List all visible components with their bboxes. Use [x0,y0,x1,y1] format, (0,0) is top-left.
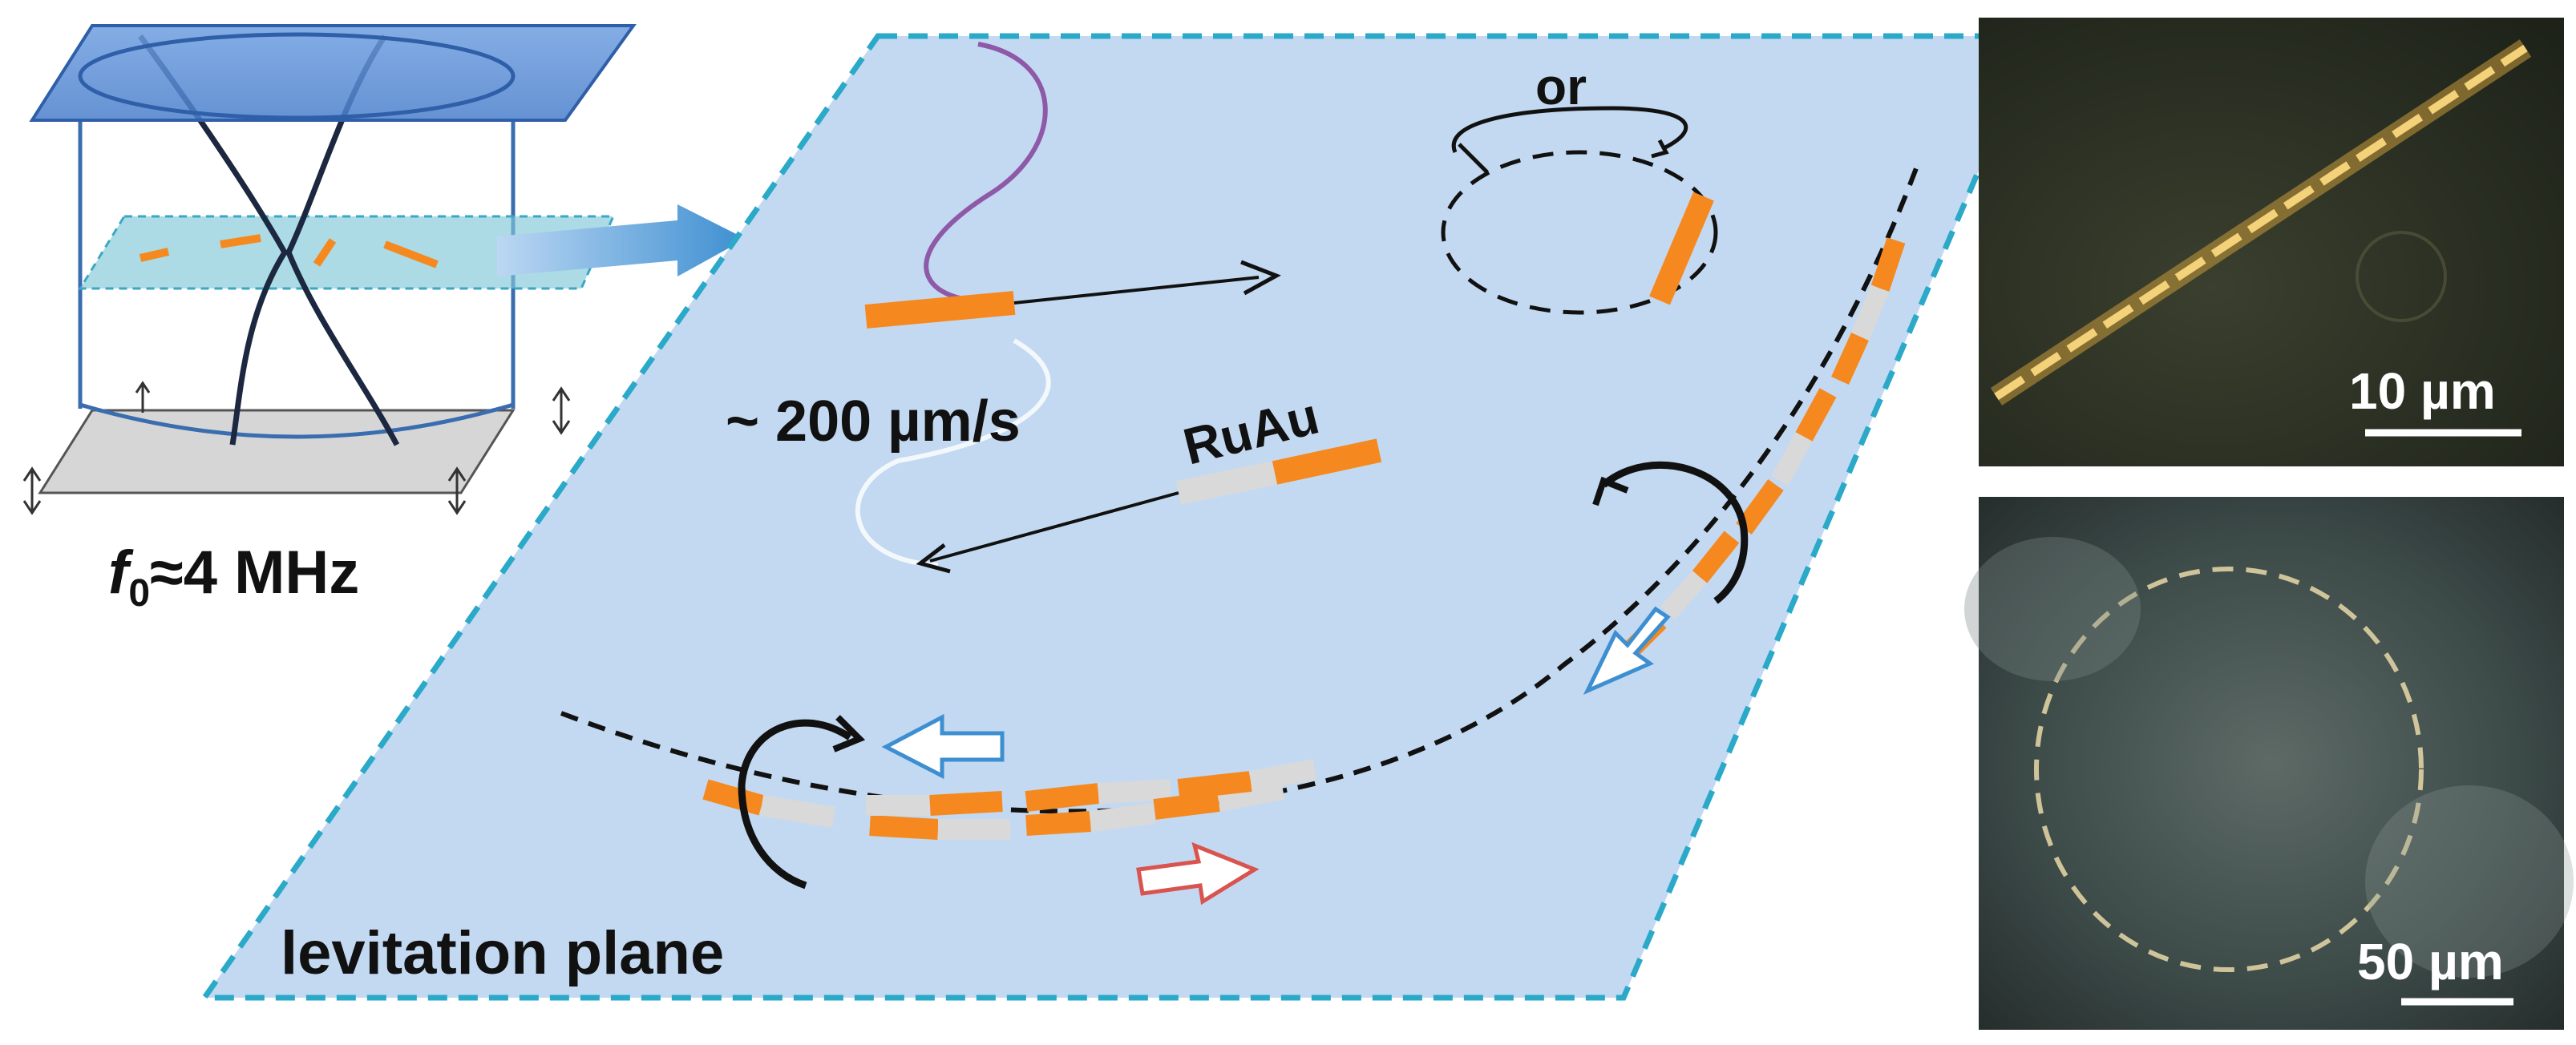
direction-arrow-right [1136,841,1260,906]
nanowire-backward [916,438,1382,574]
micrograph-top: 10 µm [1979,18,2564,466]
micrograph-bottom: 50 µm [1964,497,2574,1030]
chamber-nanowires [139,234,439,268]
chamber-levitation-plane [78,215,616,290]
or-label: or [1535,58,1587,115]
direction-arrow-down-left [1583,606,1671,695]
scale-label-bottom: 50 µm [2357,933,2504,991]
plane-label: levitation plane [281,919,724,987]
levitation-plane-panel: ~ 200 µm/s RuAu or [199,33,2041,1001]
frequency-label: f0≈4 MHz [108,539,359,615]
levitation-plane [199,33,2041,1001]
rotation-diagram [1441,106,1718,315]
rotation-arc-left [738,715,866,890]
chamber-top-rim [78,32,516,120]
rotating-wire [1649,192,1714,305]
chamber-top-plate [29,24,637,122]
helical-trajectory [924,42,1048,305]
direction-arrow-left [881,713,1005,780]
scale-label-top: 10 µm [2349,362,2496,420]
speed-label: ~ 200 µm/s [726,389,1021,454]
rotation-arc-right [1592,461,1749,604]
acoustic-chamber: f0≈4 MHz [22,24,637,615]
helical-trajectory-ghost [855,338,1051,567]
nanowire-forward [864,260,1281,329]
zoom-arrow [497,204,746,276]
transducer-markers [22,381,571,515]
nanowire-chain-bottom [702,759,1317,840]
